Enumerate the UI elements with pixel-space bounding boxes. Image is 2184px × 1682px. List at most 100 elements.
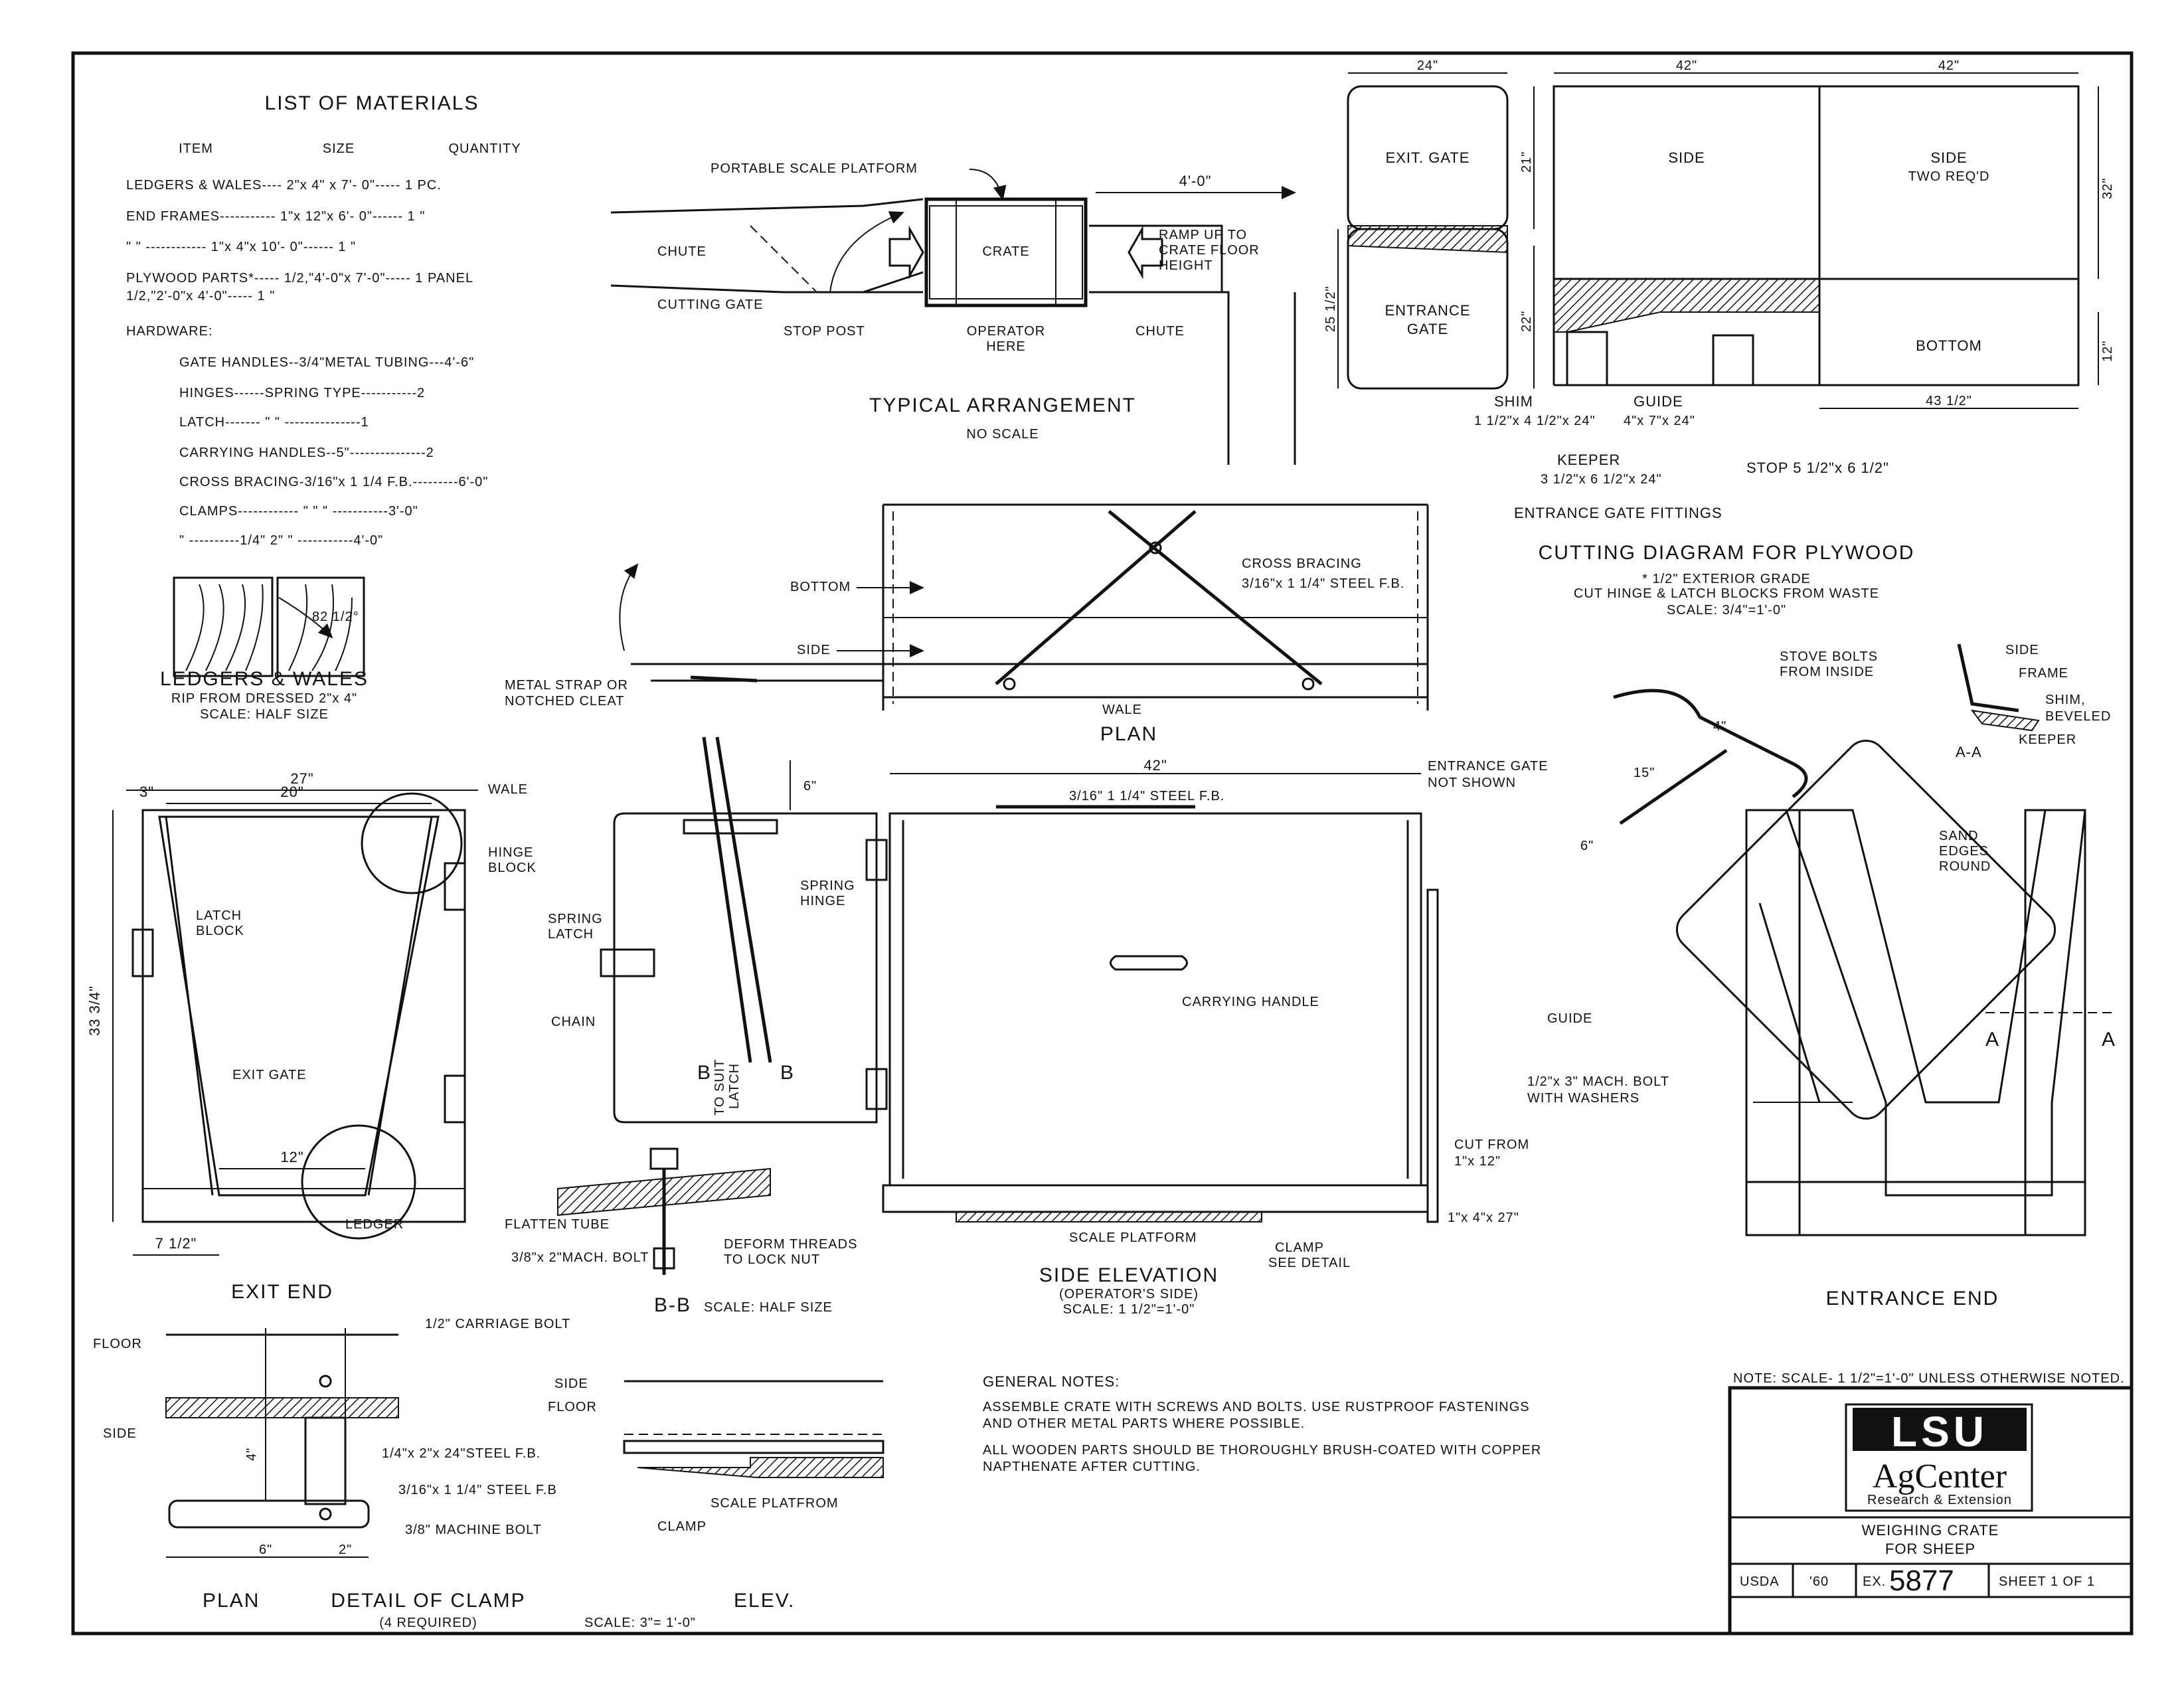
exit-wale: WALE (488, 782, 528, 797)
ledger-angle: 82 1/2° (312, 610, 359, 624)
notes-line: NAPTHENATE AFTER CUTTING. (983, 1460, 1201, 1474)
clamp-carriage: 1/2" CARRIAGE BOLT (425, 1317, 570, 1331)
cutting-two-req: TWO REQ'D (1908, 169, 1990, 184)
cutting-entrance-gate2: GATE (1407, 321, 1448, 337)
gate-latch: LATCH (727, 1063, 742, 1109)
typical-platform-label: PORTABLE SCALE PLATFORM (711, 161, 918, 176)
clamp-fb2: 3/16"x 1 1/4" STEEL F.B (398, 1483, 557, 1497)
entrance-end-view: STOVE BOLTS FROM INSIDE SAND EDGES ROUND… (1580, 649, 2115, 1309)
cutting-exit-gate: EXIT. GATE (1386, 149, 1470, 166)
exit-gate-label: EXIT GATE (232, 1068, 307, 1082)
bb-deform: DEFORM THREADS (724, 1237, 857, 1252)
exit-dim-7: 7 1/2" (155, 1235, 197, 1252)
clamp-dim-6: 6" (259, 1543, 272, 1557)
gate-to-suit: TO SUIT (713, 1058, 727, 1116)
typical-chute1: CHUTE (657, 244, 707, 259)
year-label: '60 (1809, 1574, 1829, 1589)
ledgers-sub: RIP FROM DRESSED 2"x 4" (171, 691, 357, 706)
cutting-diagram: EXIT. GATE ENTRANCE GATE SIDE SIDE TWO R… (1323, 58, 2115, 618)
side-cut: CUT FROM (1454, 1137, 1529, 1152)
gate-spring: SPRING (548, 912, 603, 926)
cutting-guide: GUIDE (1634, 393, 1683, 410)
aa-keeper: KEEPER (2019, 732, 2076, 747)
gate-spring-hinge: SPRING (800, 879, 855, 893)
sheet-label: SHEET 1 OF 1 (1999, 1574, 2095, 1589)
gate-chain: CHAIN (551, 1015, 596, 1029)
aa-detail: SIDE FRAME SHIM, BEVELED KEEPER A-A (1956, 643, 2111, 760)
exit-latch: LATCH (196, 908, 242, 923)
side-title: SIDE ELEVATION (1039, 1264, 1218, 1286)
ledgers-and-wales-section: 82 1/2° LEDGERS & WALES RIP FROM DRESSED… (160, 576, 367, 722)
clamp-scale: SCALE: 3"= 1'-0" (584, 1616, 696, 1630)
exit-dim-33: 33 3/4" (86, 985, 103, 1036)
materials-row: " " ------------ 1"x 4"x 10'- 0"------ 1… (126, 240, 356, 254)
exit-end-title: EXIT END (231, 1281, 333, 1303)
gate-spring2: LATCH (548, 927, 594, 942)
hardware-row: CROSS BRACING-3/16"x 1 1/4 F.B.---------… (179, 475, 488, 489)
logo-lsu: LSU (1891, 1408, 1988, 1456)
cutting-dim-21: 21" (1519, 151, 1534, 173)
clamp-dim-2: 2" (339, 1543, 352, 1557)
side-dim-42: 42" (1143, 757, 1167, 774)
side-elevation: 42" 3/16" 1 1/4" STEEL F.B. ENTRANCE GAT… (882, 757, 1669, 1317)
general-notes: GENERAL NOTES: ASSEMBLE CRATE WITH SCREW… (983, 1373, 1541, 1474)
hardware-row: GATE HANDLES--3/4"METAL TUBING---4'-6" (179, 355, 474, 370)
cutting-dim-32: 32" (2100, 178, 2115, 199)
clamp-fb1: 1/4"x 2"x 24"STEEL F.B. (382, 1446, 541, 1461)
entrance-stove2: FROM INSIDE (1780, 665, 1874, 679)
plan-side: SIDE (797, 643, 831, 657)
side-d1427: 1"x 4"x 27" (1448, 1211, 1519, 1225)
side-clamp: CLAMP (1275, 1240, 1324, 1255)
entrance-stove: STOVE BOLTS (1780, 649, 1878, 664)
title-line2: FOR SHEEP (1885, 1541, 1975, 1557)
side-bolt2: WITH WASHERS (1527, 1091, 1639, 1106)
cutting-scale: SCALE: 3/4"=1'-0" (1667, 603, 1786, 618)
exit-dim-20: 20" (280, 784, 303, 800)
plan-bottom: BOTTOM (790, 580, 851, 594)
typical-chute2: CHUTE (1135, 324, 1185, 339)
typical-operator: OPERATOR (967, 324, 1045, 339)
materials-row: LEDGERS & WALES---- 2"x 4" x 7'- 0"-----… (126, 178, 442, 193)
notes-line: AND OTHER METAL PARTS WHERE POSSIBLE. (983, 1416, 1305, 1431)
aa-title: A-A (1956, 744, 1982, 760)
drawing-number: 5877 (1889, 1564, 1954, 1597)
side-entrance2: NOT SHOWN (1428, 776, 1516, 790)
cutting-sub2: CUT HINGE & LATCH BLOCKS FROM WASTE (1574, 586, 1879, 601)
cutting-dim-22: 22" (1519, 311, 1534, 332)
cutting-side1: SIDE (1668, 149, 1705, 166)
clamp-sub: (4 REQUIRED) (379, 1616, 477, 1630)
bb-title: B-B (654, 1294, 691, 1316)
aa-shim: SHIM, (2045, 693, 2086, 707)
logo-research: Research & Extension (1867, 1493, 2012, 1507)
side-cut2: 1"x 12" (1454, 1154, 1501, 1169)
clamp-floor: FLOOR (93, 1337, 142, 1351)
side-guide: GUIDE (1547, 1011, 1592, 1026)
cutting-shim: SHIM (1494, 393, 1533, 410)
cutting-side2: SIDE (1930, 149, 1967, 166)
cutting-title: CUTTING DIAGRAM FOR PLYWOOD (1539, 542, 1915, 564)
materials-title: LIST OF MATERIALS (265, 92, 479, 114)
bb-bolt: 3/8"x 2"MACH. BOLT (511, 1250, 649, 1265)
aa-side: SIDE (2005, 643, 2039, 657)
hardware-title: HARDWARE: (126, 324, 212, 339)
typical-crate: CRATE (982, 244, 1029, 259)
cutting-dim-25: 25 1/2" (1323, 286, 1338, 332)
cutting-bottom: BOTTOM (1916, 337, 1982, 354)
notes-line: ASSEMBLE CRATE WITH SCREWS AND BOLTS. US… (983, 1400, 1530, 1414)
section-b-left: B (697, 1062, 712, 1084)
clamp-title: DETAIL OF CLAMP (331, 1590, 525, 1612)
entrance-dim-4: 4" (1713, 719, 1726, 734)
materials-row: END FRAMES----------- 1"x 12"x 6'- 0"---… (126, 209, 425, 224)
notes-title: GENERAL NOTES: (983, 1373, 1120, 1390)
notes-line: ALL WOODEN PARTS SHOULD BE THOROUGHLY BR… (983, 1443, 1541, 1458)
entrance-dim-15: 15" (1634, 766, 1655, 780)
typical-ramp: RAMP UP TO (1159, 228, 1247, 242)
plan-bracing2: 3/16"x 1 1/4" STEEL F.B. (1242, 576, 1404, 591)
gate-spring-hinge2: HINGE (800, 894, 845, 908)
cutting-sub1: * 1/2" EXTERIOR GRADE (1642, 572, 1811, 586)
side-bolt: 1/2"x 3" MACH. BOLT (1527, 1074, 1669, 1089)
exit-end-view: 27" 20" 3" 12" 7 1/2" 33 3/4" WALE HINGE… (86, 770, 536, 1303)
bb-deform2: TO LOCK NUT (724, 1252, 820, 1267)
aa-shim2: BEVELED (2045, 709, 2111, 724)
